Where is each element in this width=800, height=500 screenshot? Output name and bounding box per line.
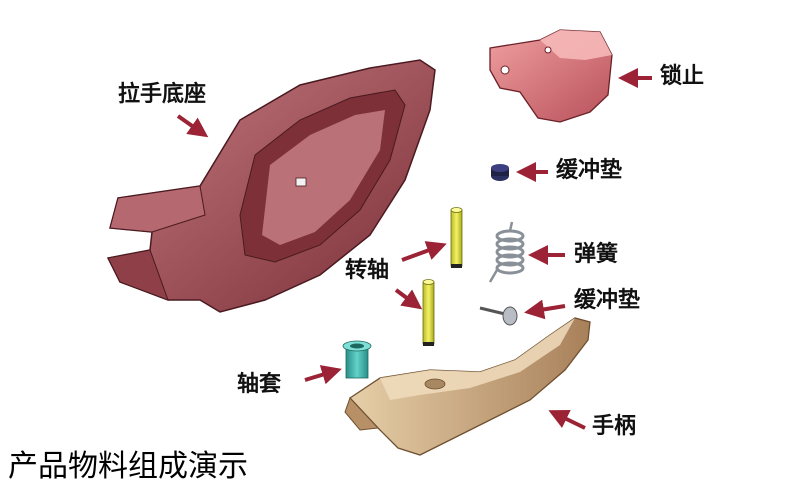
arrow-shaft-upper: [401, 241, 447, 262]
page-caption: 产品物料组成演示: [8, 449, 248, 484]
arrow-shaft-lower: [394, 288, 423, 310]
sleeve-part: [342, 340, 372, 379]
lock-part: [489, 29, 613, 123]
arrow-base: [176, 114, 209, 138]
label-sleeve: 轴套: [237, 372, 282, 397]
arrow-handle: [548, 409, 586, 430]
label-lock: 锁止: [660, 64, 705, 89]
label-spring: 弹簧: [574, 242, 619, 267]
handle-base-part: [106, 59, 436, 313]
arrow-cushion-bottom: [524, 299, 566, 320]
label-handle: 手柄: [592, 414, 637, 439]
label-cushion-top: 缓冲垫: [556, 158, 623, 183]
label-handle-base: 拉手底座: [118, 82, 207, 107]
handle-part: [344, 317, 591, 456]
lower-shaft-part: [422, 279, 435, 346]
spring-part: [488, 221, 525, 283]
lower-cushion-part: [479, 306, 518, 326]
upper-shaft-part: [450, 207, 463, 268]
top-cushion-part: [491, 164, 509, 181]
label-shaft: 转轴: [345, 258, 390, 283]
label-cushion-bottom: 缓冲垫: [574, 288, 641, 313]
arrow-sleeve: [304, 365, 342, 385]
